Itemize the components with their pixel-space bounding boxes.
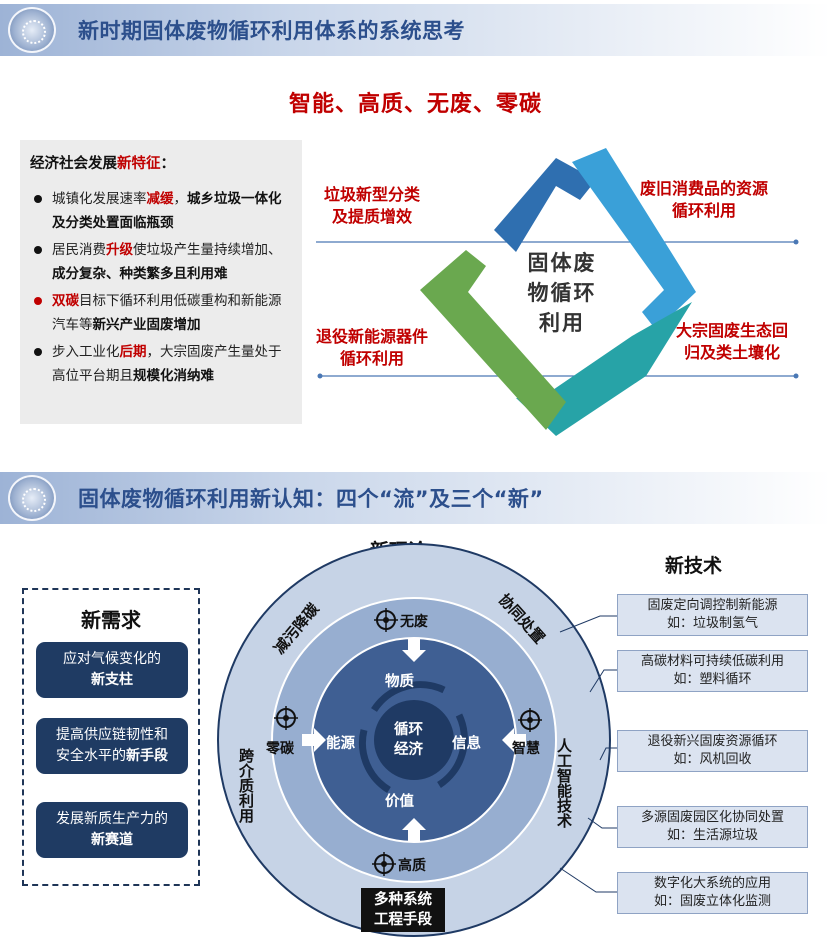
label-top-left: 垃圾新型分类 及提质增效 (324, 185, 421, 226)
new-tech-title: 新技术 (665, 555, 723, 577)
divider-dot (793, 373, 799, 379)
arrow-bottom-left (420, 250, 566, 430)
label-top-right: 废旧消费品的资源 循环利用 (640, 179, 769, 220)
core-label: 循环 经济 (394, 722, 423, 758)
arrow-down-icon (402, 638, 426, 662)
section1-banner: 新时期固体废物循环利用体系的系统思考 (0, 4, 831, 56)
label-bottom-left: 退役新能源器件 循环利用 (316, 327, 429, 368)
section1-title: 新时期固体废物循环利用体系的系统思考 (78, 19, 465, 43)
flow-energy: 能源 (326, 736, 355, 752)
section2-banner: 固体废物循环利用新认知：四个“流”及三个“新” (0, 472, 831, 524)
bullet-icon (34, 246, 42, 254)
tech-box: 退役新兴固废资源循环 如：风机回收 (617, 730, 808, 772)
target-icon (374, 608, 398, 632)
bullet-icon (34, 297, 42, 305)
tech-box: 多源固废园区化协同处置 如：生活源垃圾 (617, 806, 808, 848)
arrow-up-icon (402, 818, 426, 842)
label-cross-medium: 跨介质利用 (237, 748, 255, 823)
new-needs-panel: 新需求 应对气候变化的 新支柱 提高供应链韧性和 安全水平的新手段 发展新质生产… (22, 588, 200, 886)
diamond-center: 固体废 物循环 利用 (527, 251, 597, 335)
flow-value: 价值 (385, 794, 414, 810)
flow-information: 信息 (452, 736, 481, 752)
label-zero-waste: 无废 (400, 614, 428, 630)
flow-material: 物质 (385, 674, 414, 690)
university-seal-icon (8, 475, 56, 521)
arrow-top-left (494, 158, 596, 252)
ring-graphic (217, 543, 611, 937)
tech-box: 数字化大系统的应用 如：固废立体化监测 (617, 872, 808, 914)
feature-item: 双碳目标下循环利用低碳重构和新能源汽车等新兴产业固废增加 (30, 289, 294, 337)
target-icon (372, 852, 396, 876)
features-title: 经济社会发展新特征： (30, 156, 175, 172)
diamond-graphic (316, 148, 799, 436)
section1-headline: 智能、高质、无废、零碳 (288, 92, 542, 117)
engineering-means-box: 多种系统 工程手段 (361, 888, 445, 932)
need-box: 应对气候变化的 新支柱 (36, 642, 188, 698)
need-box: 发展新质生产力的 新赛道 (36, 802, 188, 858)
features-list: 城镇化发展速率减缓，城乡垃圾一体化及分类处置面临瓶颈 居民消费升级使垃圾产生量持… (30, 187, 294, 388)
arrow-right-icon (302, 728, 326, 752)
features-panel: 经济社会发展新特征： 城镇化发展速率减缓，城乡垃圾一体化及分类处置面临瓶颈 居民… (20, 140, 302, 424)
tech-box: 高碳材料可持续低碳利用 如：塑料循环 (617, 650, 808, 692)
label-high-quality: 高质 (398, 858, 426, 874)
arrow-left-icon (502, 728, 526, 752)
label-smart: 智慧 (512, 741, 540, 757)
divider-dot (317, 373, 323, 379)
target-icon (518, 708, 542, 732)
bullet-icon (34, 195, 42, 203)
cycle-arrow (358, 729, 391, 793)
feature-item: 城镇化发展速率减缓，城乡垃圾一体化及分类处置面临瓶颈 (30, 187, 294, 235)
tech-box: 固废定向调控制新能源 如：垃圾制氢气 (617, 594, 808, 636)
new-needs-title: 新需求 (81, 608, 141, 632)
feature-item: 步入工业化后期，大宗固废产生量处于高位平台期且规模化消纳难 (30, 340, 294, 388)
cycle-arrow (371, 681, 446, 712)
bullet-icon (34, 348, 42, 356)
core-circle (374, 700, 454, 780)
need-box: 提高供应链韧性和 安全水平的新手段 (36, 718, 188, 774)
arrow-top-right (572, 148, 696, 330)
target-icon (274, 706, 298, 730)
recycling-diamond: 固体废 物循环 利用 垃圾新型分类 及提质增效 废旧消费品的资源 循环利用 退役… (316, 140, 816, 450)
cycle-arrow (437, 713, 468, 788)
divider-dot (793, 239, 799, 245)
label-ai-tech: 人工智能技术 (555, 738, 573, 828)
label-bottom-right: 大宗固废生态回 归及类土壤化 (676, 321, 789, 362)
section2-title: 固体废物循环利用新认知：四个“流”及三个“新” (78, 487, 544, 511)
label-zero-carbon: 零碳 (266, 741, 294, 757)
concentric-diagram: 减污降碳 协同处置 跨介质利用 人工智能技术 无废 零碳 智慧 高质 物质 能源… (214, 540, 614, 940)
university-seal-icon (8, 7, 56, 53)
feature-item: 居民消费升级使垃圾产生量持续增加、成分复杂、种类繁多且利用难 (30, 238, 294, 286)
